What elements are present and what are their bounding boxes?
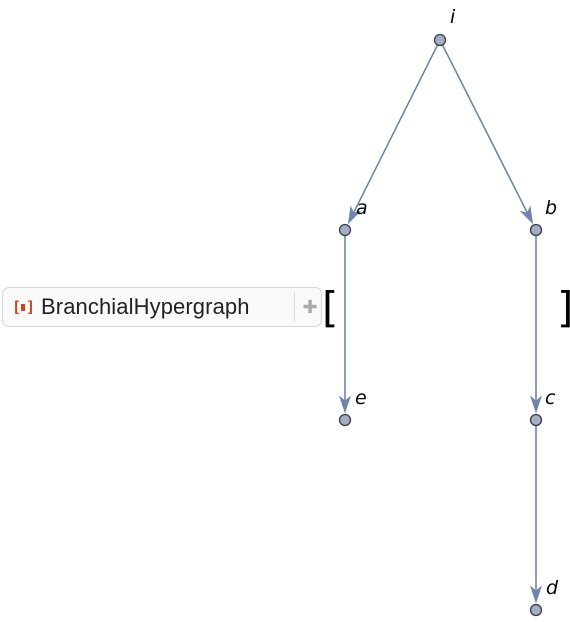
vertex-b [529, 223, 543, 237]
arrowhead-a-e [339, 395, 351, 414]
arrowhead-b-c [530, 395, 542, 414]
vertex-label-d: d [546, 577, 559, 599]
edge-i-b [439, 39, 528, 213]
vertex-e [338, 413, 352, 427]
vertex-label-a: a [356, 197, 368, 219]
arrowhead-c-d [530, 585, 542, 604]
arrowhead-i-a [347, 205, 362, 225]
vertex-label-i: i [450, 6, 456, 28]
vertex-label-e: e [355, 387, 367, 409]
resource-function-box[interactable]: [] BranchialHypergraph ✚ [2, 287, 322, 327]
vertex-d [529, 603, 543, 617]
vertex-label-c: c [545, 387, 556, 409]
vertex-a [338, 223, 352, 237]
plus-icon[interactable]: ✚ [302, 296, 318, 318]
resource-function-icon: [] [12, 298, 35, 316]
vertex-c [529, 413, 543, 427]
vertices-layer [338, 33, 543, 617]
vertex-i [433, 33, 447, 47]
resource-function-divider [294, 292, 295, 322]
close-bracket: ] [557, 286, 570, 330]
edges-layer [339, 39, 542, 604]
vertex-label-b: b [545, 197, 557, 219]
edge-i-a [352, 39, 441, 213]
open-bracket: [ [322, 283, 339, 332]
labels-layer: i a b e c d [355, 6, 559, 599]
resource-function-name: BranchialHypergraph [41, 294, 250, 319]
arrowhead-i-b [519, 205, 534, 225]
